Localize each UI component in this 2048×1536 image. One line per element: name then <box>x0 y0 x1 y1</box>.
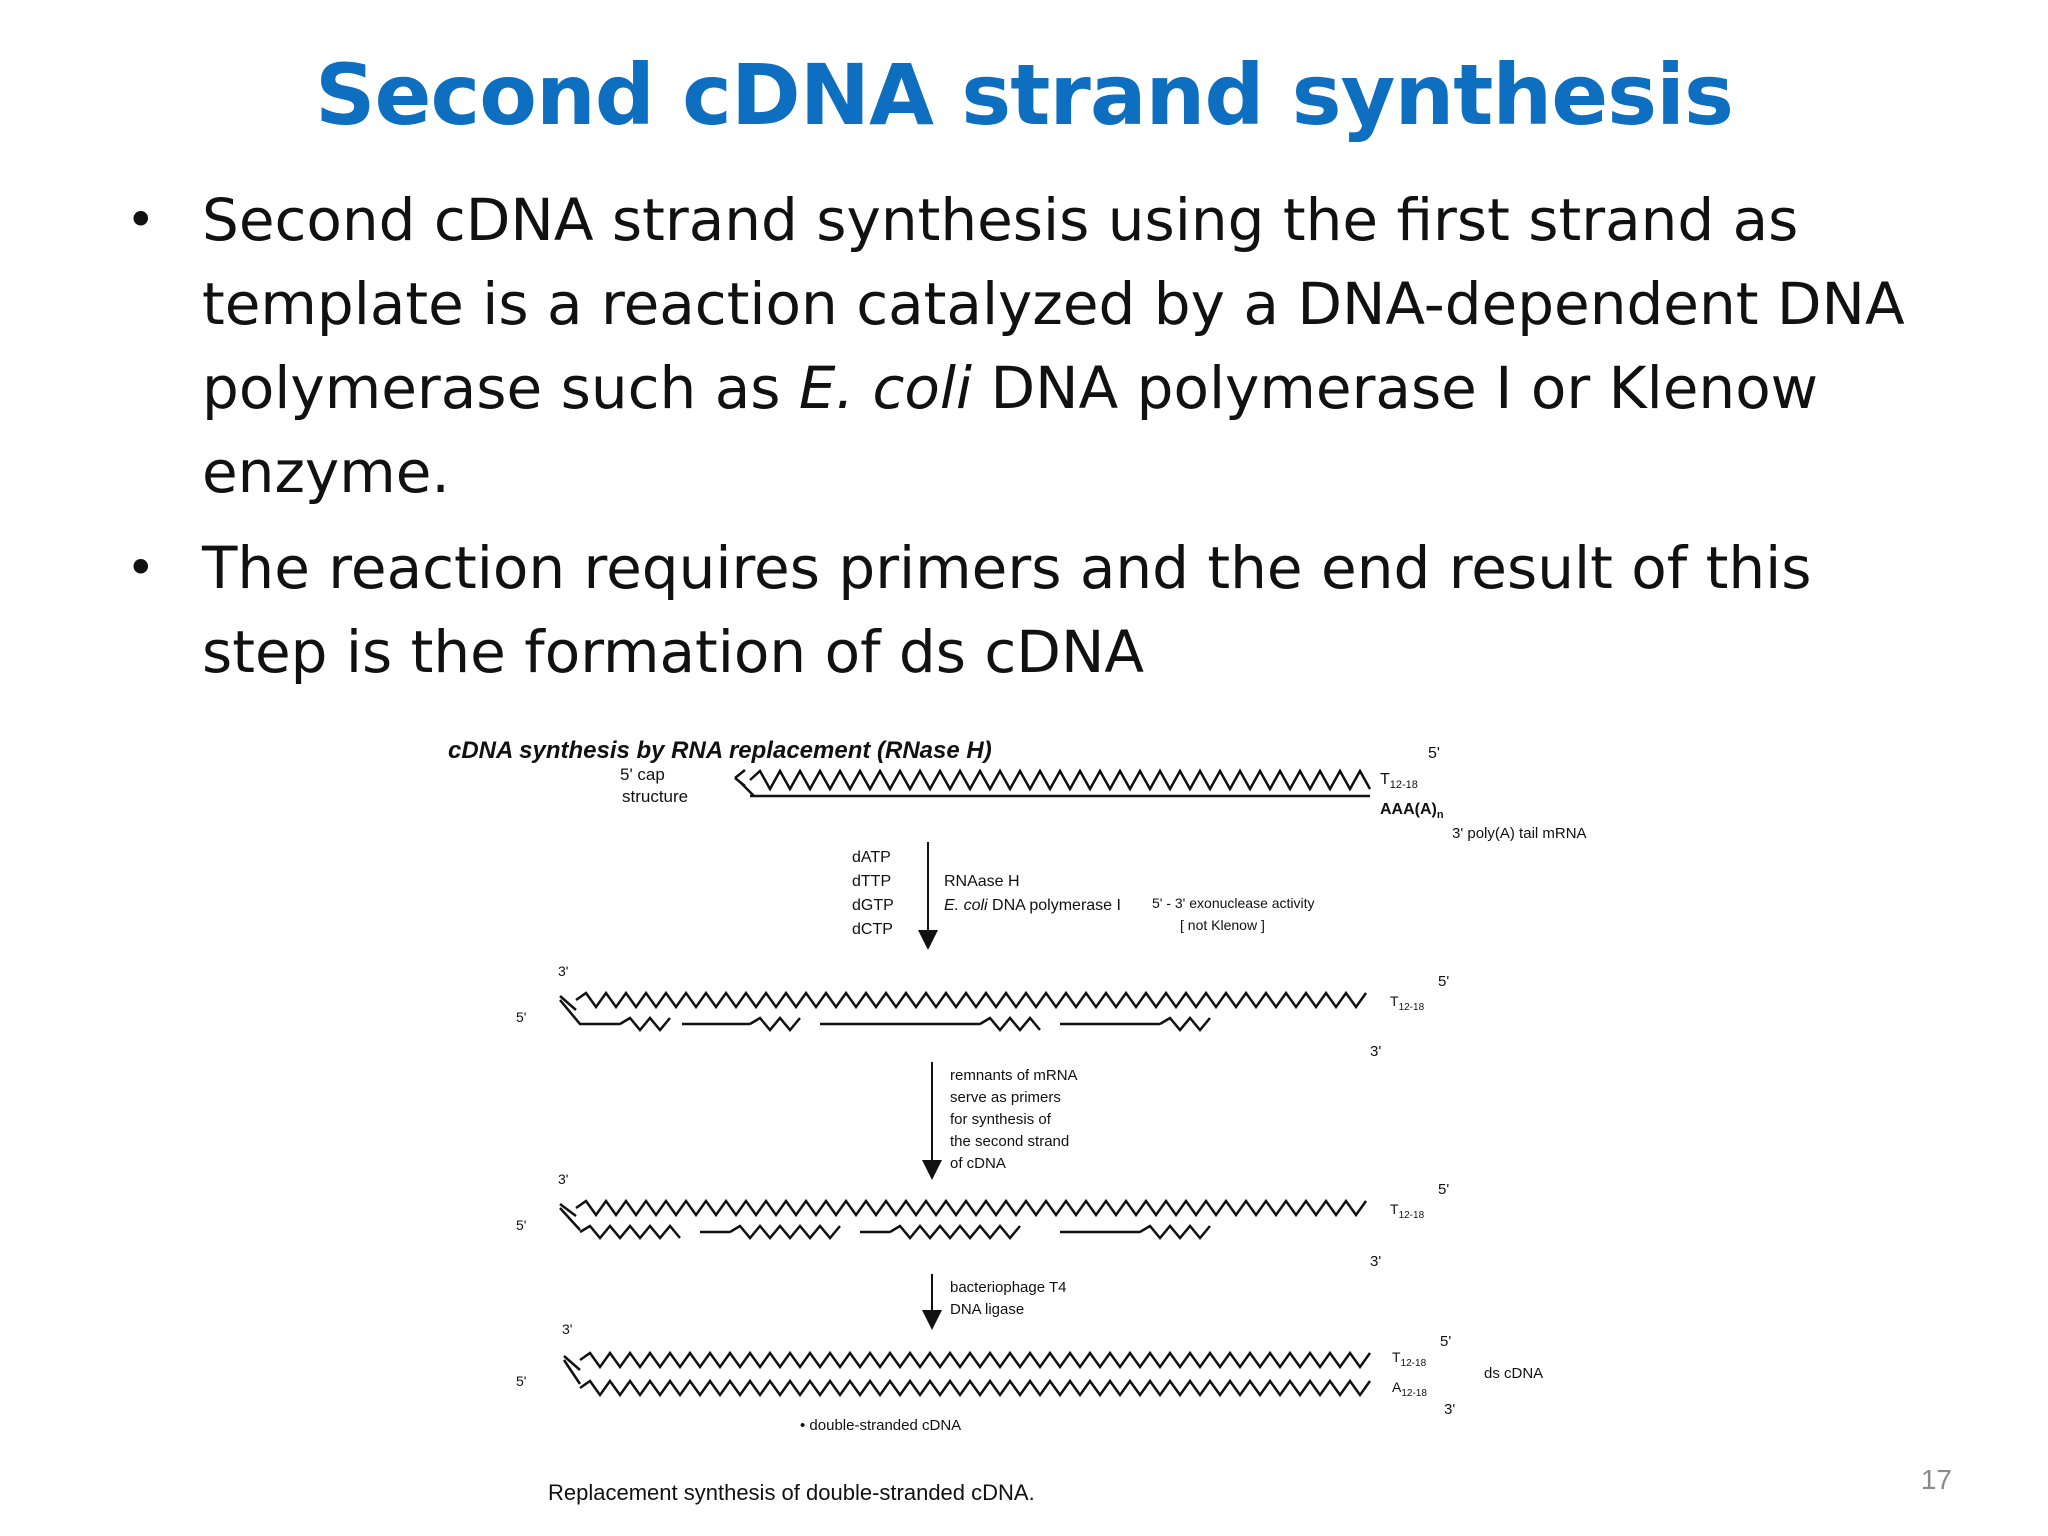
label-polya-tail: 3' poly(A) tail mRNA <box>1452 825 1587 842</box>
label-t-row1: T12-18 <box>1390 993 1425 1013</box>
bullet-dot: • <box>126 191 156 249</box>
bullet-text-1-end: DNA polymerase I or Klenow enzyme. <box>202 354 1819 506</box>
bullet-text-1-italic: E. coli <box>798 354 973 422</box>
cdna-synthesis-figure: cDNA synthesis by RNA replacement (RNase… <box>420 700 1920 1536</box>
step2-line-5: of cDNA <box>950 1155 1006 1172</box>
label-3prime-row3-right: 3' <box>1444 1401 1455 1418</box>
figure-heading: cDNA synthesis by RNA replacement (RNase… <box>448 737 992 764</box>
slide-title: Second cDNA strand synthesis <box>315 46 1734 144</box>
nucleotide-dctp: dCTP <box>852 921 893 938</box>
label-5prime-row2-left: 5' <box>516 1217 526 1233</box>
row1-top-strand <box>559 990 1368 1011</box>
label-3prime-row1-right: 3' <box>1370 1043 1381 1060</box>
step2-line-1: remnants of mRNA <box>950 1067 1078 1084</box>
label-5prime-row1-left: 5' <box>516 1009 526 1025</box>
label-3prime-row3: 3' <box>562 1321 572 1337</box>
label-aaa: AAA(A)n <box>1380 801 1444 821</box>
label-t-row2: T12-18 <box>1390 1201 1425 1221</box>
step2-line-3: for synthesis of <box>950 1111 1052 1128</box>
label-ds-cdna: ds cDNA <box>1484 1365 1543 1382</box>
step1-ecoli-polymerase: E. coli DNA polymerase I <box>944 897 1121 914</box>
cap-connector <box>739 781 755 797</box>
label-t-row3: T12-18 <box>1392 1349 1427 1369</box>
bullet-dot: • <box>126 539 156 597</box>
label-5prime-row3-right: 5' <box>1440 1333 1451 1350</box>
bullet-text-1-start: Second cDNA strand synthesis using the f… <box>202 186 1905 422</box>
page-number: 17 <box>1920 1464 1952 1495</box>
label-5-cap: 5' cap <box>620 765 665 784</box>
nucleotide-datp: dATP <box>852 849 891 866</box>
row3-bottom-strand <box>562 1359 1372 1398</box>
step3-line-1: bacteriophage T4 <box>950 1279 1066 1296</box>
label-structure: structure <box>622 787 688 806</box>
bullet-list: • Second cDNA strand synthesis using the… <box>118 178 1918 706</box>
label-3prime-row2: 3' <box>558 1171 568 1187</box>
bullet-item-1: • Second cDNA strand synthesis using the… <box>118 178 1918 514</box>
label-a-row3: A12-18 <box>1392 1379 1427 1399</box>
step1-not-klenow: [ not Klenow ] <box>1180 917 1265 933</box>
label-t-row0: T12-18 <box>1380 771 1418 791</box>
label-3prime-row1: 3' <box>558 963 568 979</box>
label-5prime-row1-right: 5' <box>1438 973 1449 990</box>
nucleotide-dgtp: dGTP <box>852 897 894 914</box>
nucleotide-dttp: dTTP <box>852 873 891 890</box>
label-5prime-row3-left: 5' <box>516 1373 526 1389</box>
label-3prime-row2-right: 3' <box>1370 1253 1381 1270</box>
step2-line-2: serve as primers <box>950 1089 1061 1106</box>
step1-exonuclease: 5' - 3' exonuclease activity <box>1152 895 1315 911</box>
label-5prime-row2-right: 5' <box>1438 1181 1449 1198</box>
row2-extended-fragments <box>559 1207 1211 1240</box>
row2-top-strand <box>559 1198 1368 1218</box>
figure-caption: Replacement synthesis of double-stranded… <box>548 1480 1035 1505</box>
label-double-stranded: • double-stranded cDNA <box>800 1417 961 1434</box>
row1-primer-fragments <box>559 999 1211 1032</box>
row3-top-strand <box>563 1350 1372 1371</box>
figure-diagram: cDNA synthesis by RNA replacement (RNase… <box>448 737 1587 1505</box>
step1-rnase-h: RNAase H <box>944 873 1020 890</box>
step2-line-4: the second strand <box>950 1133 1069 1150</box>
label-5prime-row0: 5' <box>1428 745 1440 762</box>
mrna-strand <box>749 768 1372 792</box>
step3-line-2: DNA ligase <box>950 1301 1024 1318</box>
bullet-text-2: The reaction requires primers and the en… <box>202 534 1812 686</box>
bullet-item-2: • The reaction requires primers and the … <box>118 526 1918 694</box>
